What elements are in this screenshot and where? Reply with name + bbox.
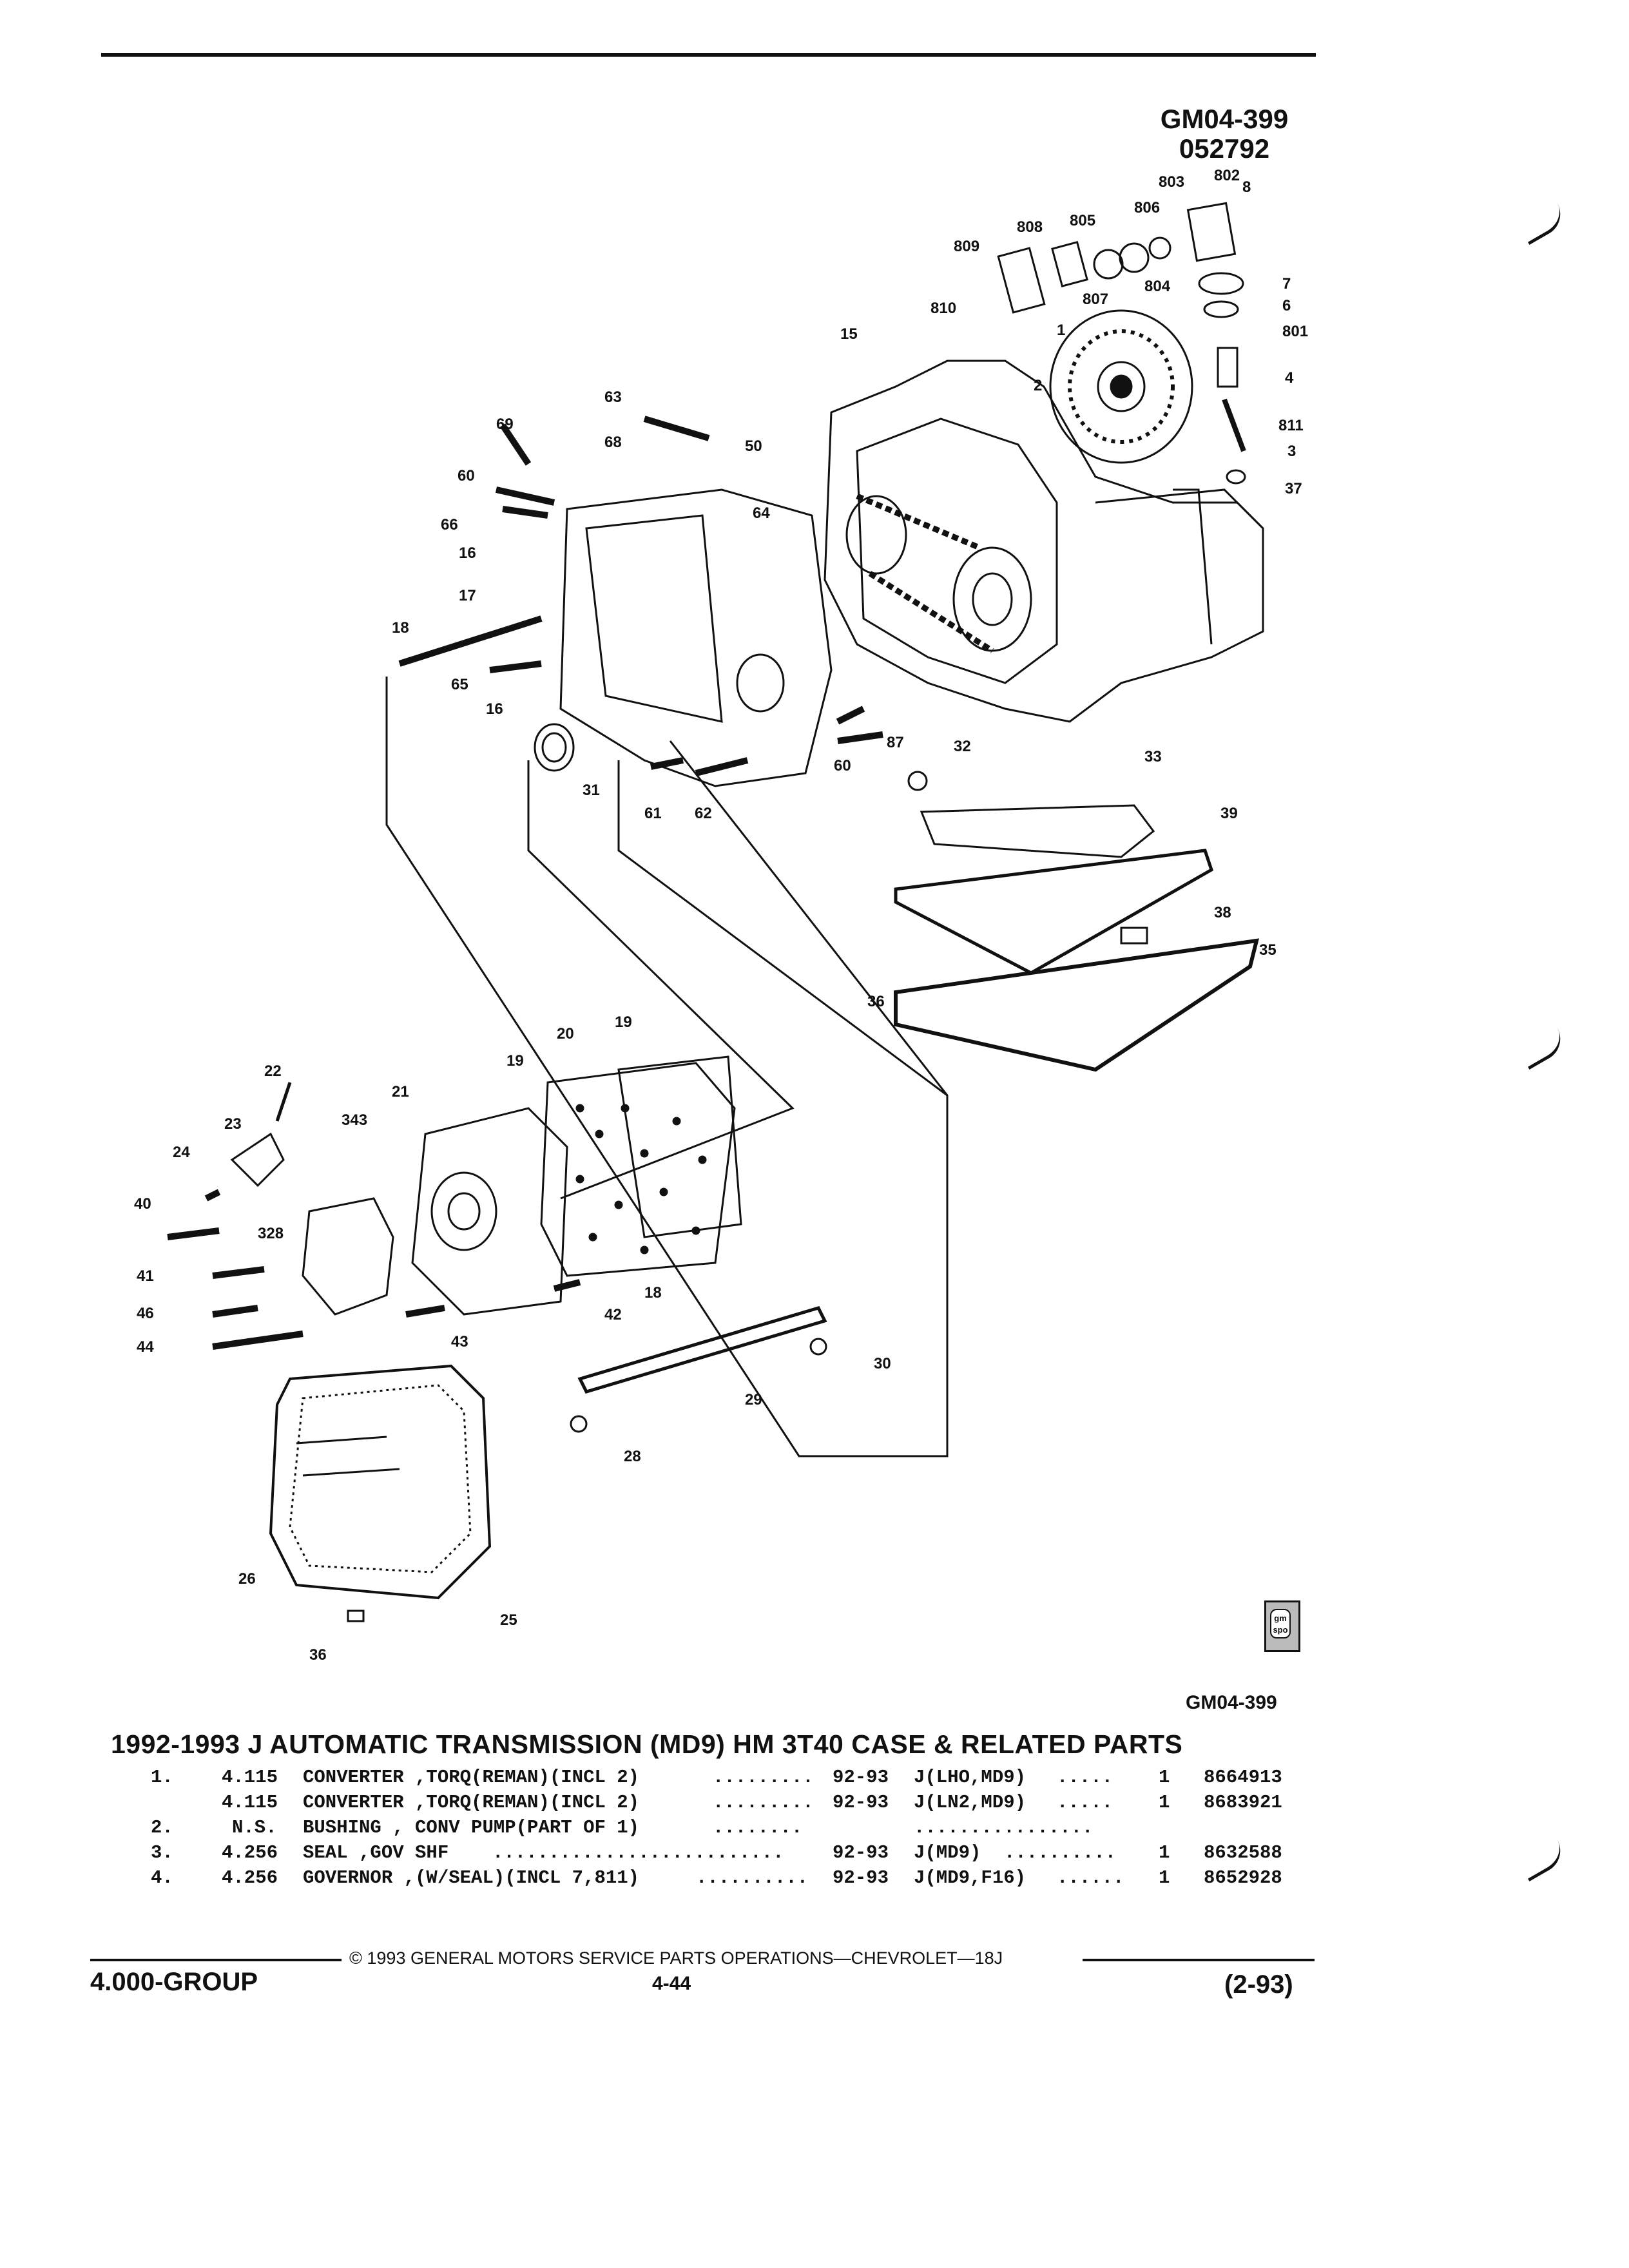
callout-6: 6 — [1282, 297, 1291, 314]
callout-807: 807 — [1083, 291, 1108, 308]
callout-41: 41 — [137, 1267, 154, 1285]
callout-15: 15 — [840, 325, 858, 343]
transmission-case — [824, 360, 1264, 723]
callout-32: 32 — [954, 738, 971, 755]
callout-33: 33 — [1144, 748, 1162, 765]
table-row: 1. 4.115 CONVERTER ,TORQ(REMAN)(INCL 2) … — [151, 1767, 1282, 1788]
callout-30: 30 — [874, 1355, 891, 1372]
valve-body — [411, 1107, 568, 1316]
callout-2: 2 — [1034, 377, 1042, 394]
callout-806: 806 — [1134, 199, 1160, 216]
gm-spo-logo: gm spo — [1264, 1600, 1300, 1652]
section-title: 1992-1993 J AUTOMATIC TRANSMISSION (MD9)… — [111, 1729, 1183, 1759]
callout-808: 808 — [1017, 218, 1043, 236]
callout-60: 60 — [458, 467, 475, 485]
oil-pan — [894, 938, 1259, 1072]
callout-37: 37 — [1285, 480, 1302, 497]
callout-21: 21 — [392, 1083, 409, 1100]
torque-converter — [1049, 309, 1193, 464]
callout-3: 3 — [1287, 443, 1296, 460]
callout-16: 16 — [459, 544, 476, 562]
callout-28: 28 — [624, 1448, 641, 1465]
callout-17: 17 — [459, 587, 476, 604]
callout-1: 1 — [1057, 322, 1065, 339]
callout-68: 68 — [604, 434, 622, 451]
callout-804: 804 — [1144, 278, 1171, 295]
group-label: 4.000-GROUP — [90, 1968, 258, 1996]
callout-19: 19 — [615, 1014, 632, 1031]
callout-60-lower: 60 — [834, 757, 851, 774]
oil-filter — [920, 804, 1155, 858]
callout-802: 802 — [1214, 167, 1240, 184]
top-rule — [101, 53, 1316, 57]
copyright-line: © 1993 GENERAL MOTORS SERVICE PARTS OPER… — [349, 1948, 1003, 1968]
callout-809: 809 — [954, 238, 979, 255]
callout-36: 36 — [867, 993, 885, 1010]
figure-date-code: 052792 — [1179, 133, 1270, 164]
callout-42: 42 — [604, 1306, 622, 1323]
table-row: 4. 4.256 GOVERNOR ,(W/SEAL)(INCL 7,811) … — [151, 1867, 1282, 1888]
callout-29: 29 — [745, 1391, 762, 1408]
callout-20: 20 — [557, 1025, 574, 1043]
exploded-parts-diagram: 803 802 8 806 805 808 809 804 807 810 7 … — [134, 167, 1308, 1664]
pan-gasket — [894, 849, 1214, 975]
side-cover — [269, 1364, 492, 1600]
callout-63: 63 — [604, 389, 622, 406]
callout-36-lower: 36 — [309, 1646, 327, 1664]
callout-18: 18 — [392, 619, 409, 637]
callout-31: 31 — [583, 782, 600, 799]
callout-69: 69 — [496, 416, 514, 433]
table-row: 3. 4.256 SEAL ,GOV SHF .................… — [151, 1842, 1282, 1863]
callout-35: 35 — [1259, 941, 1277, 959]
revision-date: (2-93) — [1224, 1970, 1293, 1999]
table-row: 2. N.S. BUSHING , CONV PUMP(PART OF 1) .… — [151, 1817, 1094, 1838]
callout-64: 64 — [753, 505, 770, 522]
callout-7: 7 — [1282, 275, 1291, 293]
footer-rule-right — [1083, 1959, 1315, 1961]
callout-40: 40 — [134, 1195, 151, 1213]
callout-19-left: 19 — [506, 1052, 524, 1070]
output-shaft — [577, 1306, 827, 1394]
callout-65: 65 — [451, 676, 468, 693]
callout-23: 23 — [224, 1115, 242, 1133]
callout-805: 805 — [1070, 212, 1095, 229]
callout-18-lower: 18 — [644, 1284, 662, 1302]
callout-38: 38 — [1214, 904, 1231, 921]
drive-chain — [856, 493, 994, 653]
callout-811: 811 — [1278, 417, 1304, 434]
callout-25: 25 — [500, 1611, 517, 1629]
page-number: 4-44 — [652, 1973, 691, 1994]
callout-343: 343 — [342, 1111, 367, 1129]
callout-50: 50 — [745, 437, 762, 455]
callout-328: 328 — [258, 1225, 284, 1242]
footer-rule-left — [90, 1959, 342, 1961]
figure-caption-code: GM04-399 — [1186, 1692, 1277, 1713]
figure-code: GM04-399 — [1160, 104, 1289, 134]
callout-24: 24 — [173, 1144, 190, 1161]
callout-87: 87 — [887, 734, 904, 751]
callout-26: 26 — [238, 1570, 256, 1588]
callout-62: 62 — [695, 805, 712, 822]
callout-44: 44 — [137, 1338, 154, 1356]
callout-4: 4 — [1285, 369, 1294, 387]
separator-plate — [540, 1062, 736, 1277]
callout-801: 801 — [1282, 323, 1308, 340]
callout-22: 22 — [264, 1062, 282, 1080]
callout-43: 43 — [451, 1333, 468, 1350]
drive-sprocket — [845, 495, 907, 575]
table-row: 4.115 CONVERTER ,TORQ(REMAN)(INCL 2) ...… — [222, 1792, 1282, 1813]
figure-code-header: GM04-399 052792 — [1147, 104, 1302, 164]
callout-803: 803 — [1159, 173, 1184, 191]
callout-16-lower: 16 — [486, 700, 503, 718]
callout-46: 46 — [137, 1305, 154, 1322]
callout-8: 8 — [1242, 178, 1251, 196]
accumulator — [302, 1197, 394, 1316]
callout-66: 66 — [441, 516, 458, 533]
callout-61: 61 — [644, 805, 662, 822]
case-cover — [559, 488, 833, 787]
callout-39: 39 — [1220, 805, 1238, 822]
callout-810: 810 — [930, 300, 956, 317]
